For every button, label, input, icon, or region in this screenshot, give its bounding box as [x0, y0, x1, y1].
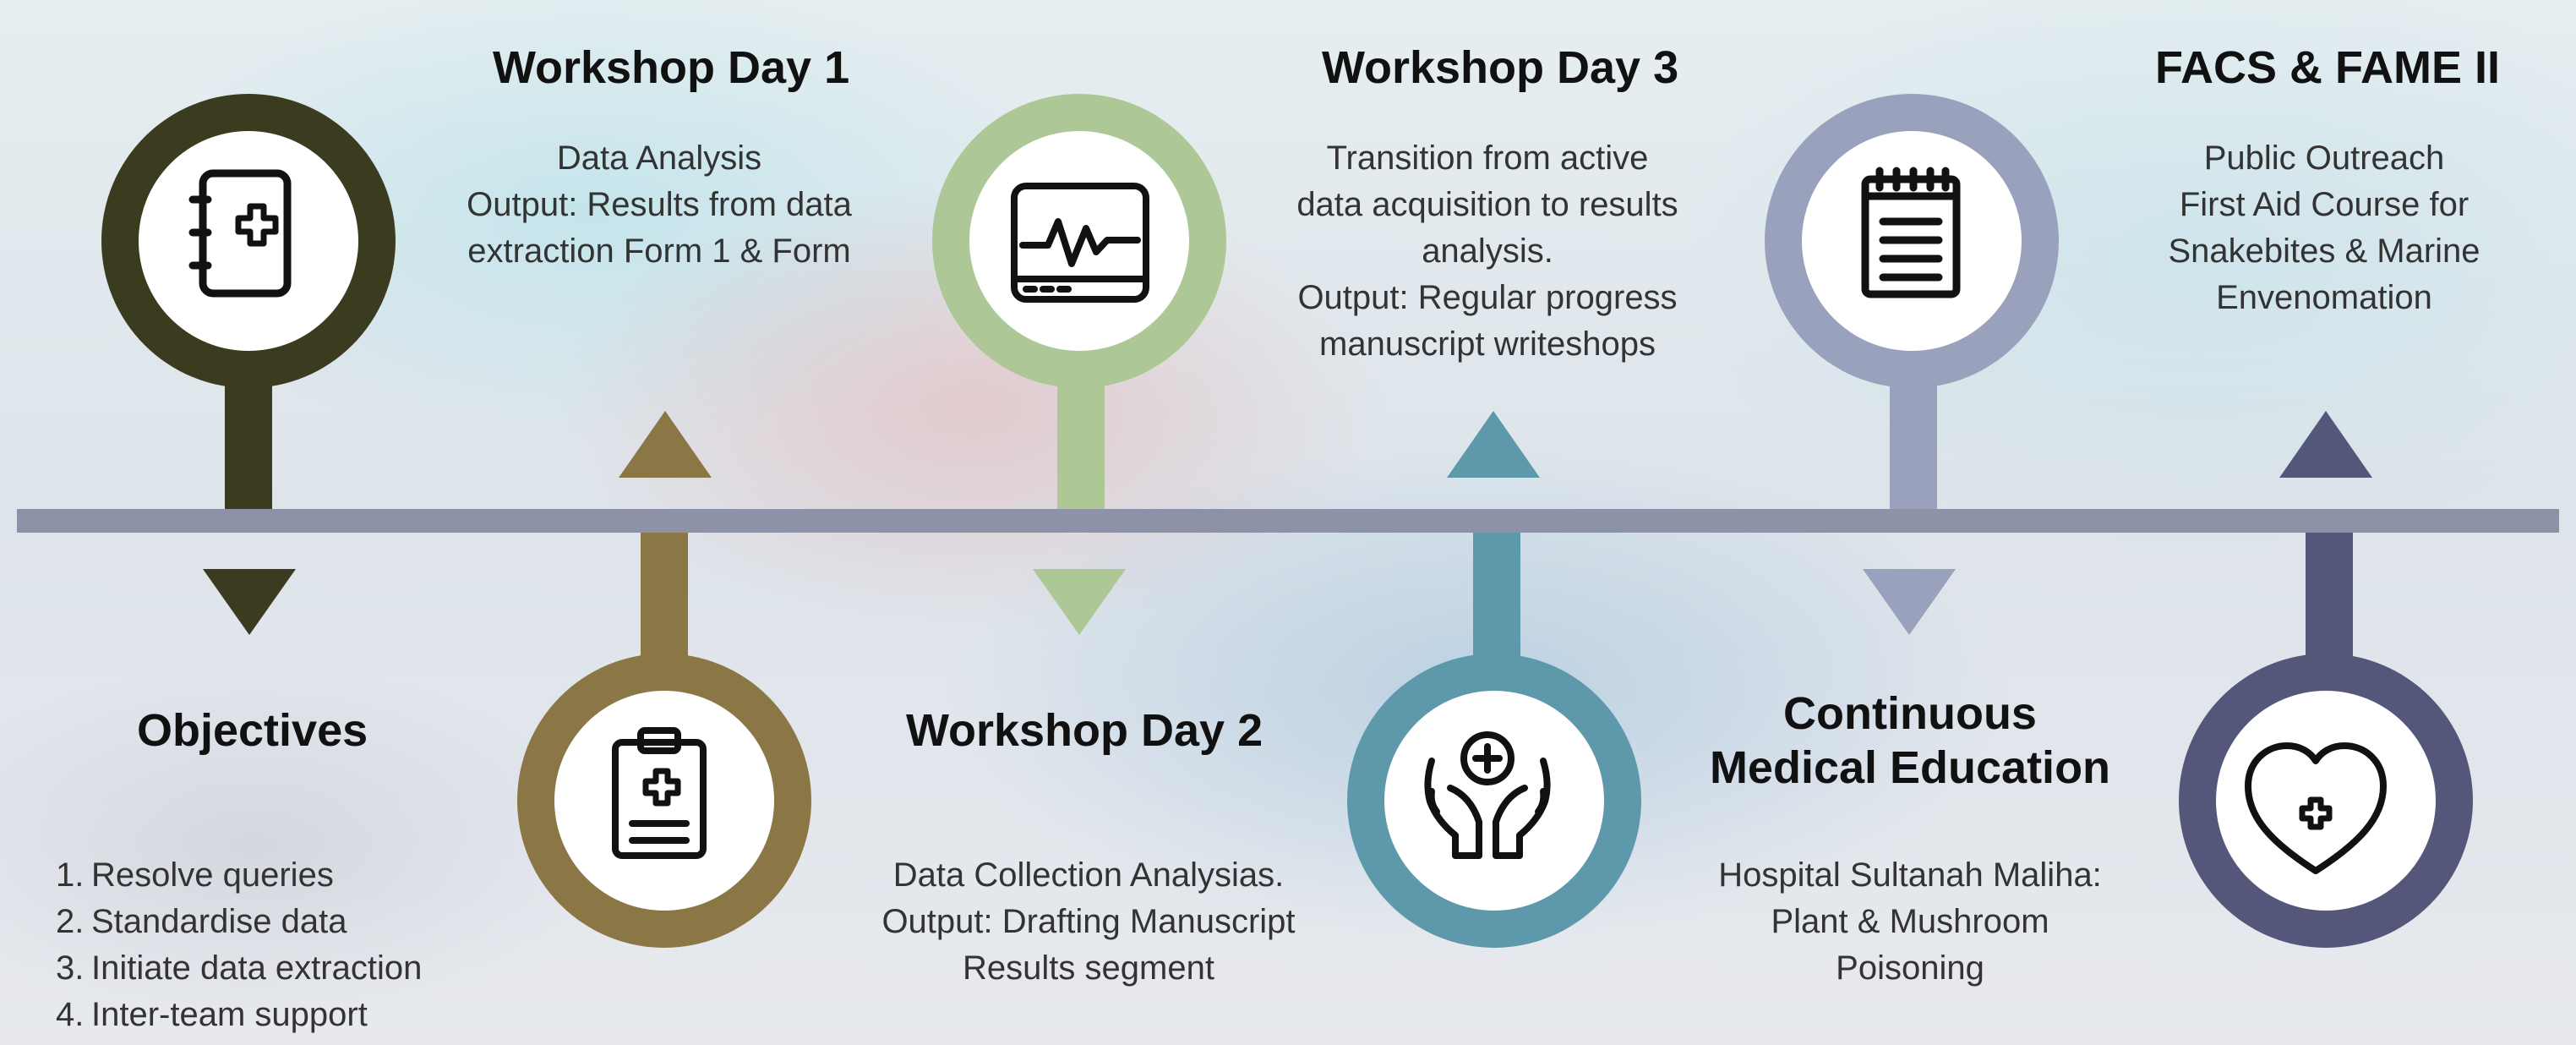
facs-fame-line: Public Outreach	[2203, 140, 2445, 177]
cme-line: Hospital Sultanah Maliha:	[1718, 856, 2102, 894]
workshop-day-1-line: extraction Form 1 & Form	[467, 233, 851, 270]
cme-title: Continuous Medical Education	[1682, 687, 2138, 795]
cme-title-line: Continuous	[1783, 688, 2037, 739]
day3-stem	[1473, 528, 1520, 672]
workshop-day-2-desc: Data Collection Analysias. Output: Draft…	[845, 852, 1332, 992]
list-number: 1.	[56, 856, 85, 894]
heart-plus-icon	[2245, 742, 2387, 874]
clipboard-medical-icon	[612, 727, 707, 859]
workshop-day-2-title: Workshop Day 2	[906, 705, 1263, 756]
facs-fame-title: FACS & FAME II	[2155, 42, 2501, 93]
list-item: 2.Standardise data	[56, 899, 422, 945]
workshop-day-3-line: Output: Regular progress	[1297, 279, 1678, 316]
workshop-day-3-line: data acquisition to results	[1296, 186, 1678, 223]
facs-fame-line: Snakebites & Marine	[2168, 233, 2480, 270]
facs-node	[2179, 654, 2473, 948]
list-text: Standardise data	[91, 903, 347, 940]
notepad-icon	[1861, 167, 1961, 298]
cme-title-line: Medical Education	[1709, 742, 2111, 793]
workshop-day-3-desc: Transition from active data acquisition …	[1251, 135, 1724, 368]
day3-marker	[1447, 411, 1540, 478]
day3-node	[1347, 654, 1641, 948]
workshop-day-2-line: Results segment	[963, 949, 1214, 987]
list-text: Initiate data extraction	[91, 949, 423, 987]
heart-monitor-icon	[1011, 183, 1149, 303]
cme-marker	[1863, 569, 1956, 635]
list-item: 1.Resolve queries	[56, 852, 422, 899]
workshop-day-3-title: Workshop Day 3	[1322, 42, 1679, 93]
facs-fame-line: First Aid Course for	[2179, 186, 2470, 223]
workshop-day-1-title: Workshop Day 1	[493, 42, 850, 93]
workshop-day-3-line: Transition from active	[1326, 140, 1649, 177]
facs-fame-line: Envenomation	[2216, 279, 2432, 316]
hands-care-icon	[1424, 731, 1551, 859]
list-text: Inter-team support	[91, 996, 368, 1033]
facs-marker	[2279, 411, 2372, 478]
workshop-day-2-line: Output: Drafting Manuscript	[881, 903, 1296, 940]
timeline-bar	[17, 509, 2559, 533]
objectives-stem	[225, 372, 272, 516]
workshop-day-1-desc: Data Analysis Output: Results from data …	[423, 135, 896, 275]
day1-marker	[619, 411, 712, 478]
cme-stem	[1890, 372, 1937, 516]
objectives-list: 1.Resolve queries 2.Standardise data 3.I…	[56, 852, 422, 1038]
day2-stem	[1057, 372, 1105, 516]
list-number: 3.	[56, 949, 85, 987]
workshop-day-1-line: Data Analysis	[556, 140, 762, 177]
medical-record-icon	[188, 169, 292, 298]
day1-stem	[641, 528, 688, 672]
workshop-day-2-line: Data Collection Analysias.	[892, 856, 1285, 894]
cme-line: Poisoning	[1836, 949, 1984, 987]
objectives-title: Objectives	[137, 705, 368, 756]
facs-stem	[2306, 528, 2353, 672]
workshop-day-1-line: Output: Results from data	[467, 186, 852, 223]
list-item: 3.Initiate data extraction	[56, 945, 422, 992]
objectives-marker	[203, 569, 296, 635]
list-item: 4.Inter-team support	[56, 992, 422, 1038]
facs-fame-desc: Public Outreach First Aid Course for Sna…	[2088, 135, 2561, 321]
list-text: Resolve queries	[91, 856, 334, 894]
workshop-day-3-line: manuscript writeshops	[1319, 326, 1656, 363]
list-number: 4.	[56, 996, 85, 1033]
day2-marker	[1033, 569, 1126, 635]
cme-line: Plant & Mushroom	[1771, 903, 2049, 940]
list-number: 2.	[56, 903, 85, 940]
cme-desc: Hospital Sultanah Maliha: Plant & Mushro…	[1682, 852, 2138, 992]
workshop-day-3-line: analysis.	[1422, 233, 1553, 270]
